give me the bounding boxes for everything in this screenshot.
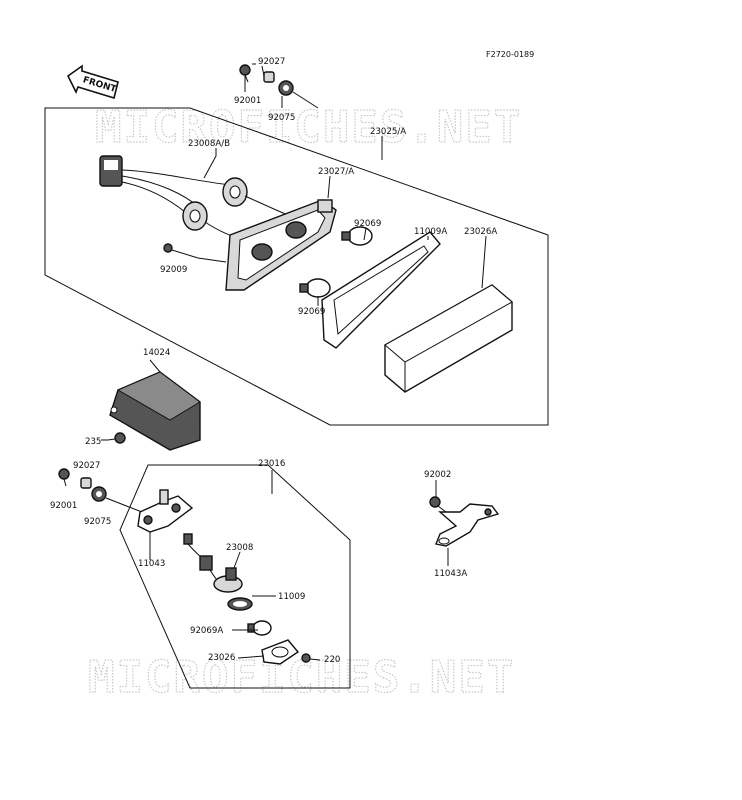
grommet-icon <box>91 486 107 502</box>
bolt-icon <box>58 468 70 487</box>
bulb-icon <box>341 226 373 246</box>
part-label-23026: 23026 <box>208 653 235 663</box>
part-label-220: 220 <box>324 655 340 665</box>
collar-icon <box>80 477 92 489</box>
part-label-23026a: 23026A <box>464 227 497 237</box>
front-arrow-icon: FRONT <box>66 64 119 100</box>
part-label-23027a: 23027/A <box>318 167 354 177</box>
lower-assembly-outline <box>119 464 351 689</box>
part-label-92001-top: 92001 <box>234 96 261 106</box>
part-label-92002: 92002 <box>424 470 451 480</box>
part-label-92075-left: 92075 <box>84 517 111 527</box>
part-label-92027-left: 92027 <box>73 461 100 471</box>
bulb-icon <box>247 620 272 636</box>
part-label-11043a: 11043A <box>434 569 467 579</box>
part-label-23016: 23016 <box>258 459 285 469</box>
collar-icon <box>263 71 275 83</box>
part-label-92069a: 92069A <box>190 626 223 636</box>
part-label-11043: 11043 <box>138 559 165 569</box>
part-label-11009: 11009 <box>278 592 305 602</box>
bracket-icon <box>137 489 194 533</box>
bulb-socket-icon <box>183 533 243 593</box>
part-label-23025a: 23025/A <box>370 127 406 137</box>
lamp-housing-icon <box>225 199 337 291</box>
part-label-92027-top: 92027 <box>258 57 285 67</box>
part-label-92069-right: 92069 <box>354 219 381 229</box>
part-label-235: 235 <box>85 437 101 447</box>
grommet-icon <box>278 80 294 96</box>
screw-icon <box>163 243 199 259</box>
bracket-icon <box>435 503 500 547</box>
watermark-top: MICROFICHES.NET <box>95 102 522 153</box>
part-label-23008: 23008 <box>226 543 253 553</box>
bulb-icon <box>299 278 331 298</box>
screw-icon <box>301 653 321 663</box>
figure-code: F2720-0189 <box>486 50 534 59</box>
part-label-92009: 92009 <box>160 265 187 275</box>
part-label-14024: 14024 <box>143 348 170 358</box>
watermark-bottom: MICROFICHES.NET <box>88 652 515 703</box>
lens-icon <box>261 639 300 665</box>
lens-icon <box>384 284 513 393</box>
part-label-23008ab: 23008A/B <box>188 139 230 149</box>
screw-icon <box>107 432 126 444</box>
part-label-92075-top: 92075 <box>268 113 295 123</box>
license-lamp-cover-icon <box>109 371 201 451</box>
wiring-harness-icon <box>99 155 296 243</box>
part-label-92069-bottom: 92069 <box>298 307 325 317</box>
upper-assembly-outline <box>44 107 549 426</box>
leader-lines <box>101 63 487 659</box>
gasket-icon <box>227 597 253 611</box>
gasket-icon <box>321 231 441 349</box>
part-label-11009a: 11009A <box>414 227 447 237</box>
bolt-icon <box>239 64 251 83</box>
part-label-92001-left: 92001 <box>50 501 77 511</box>
bolt-icon <box>429 496 447 513</box>
